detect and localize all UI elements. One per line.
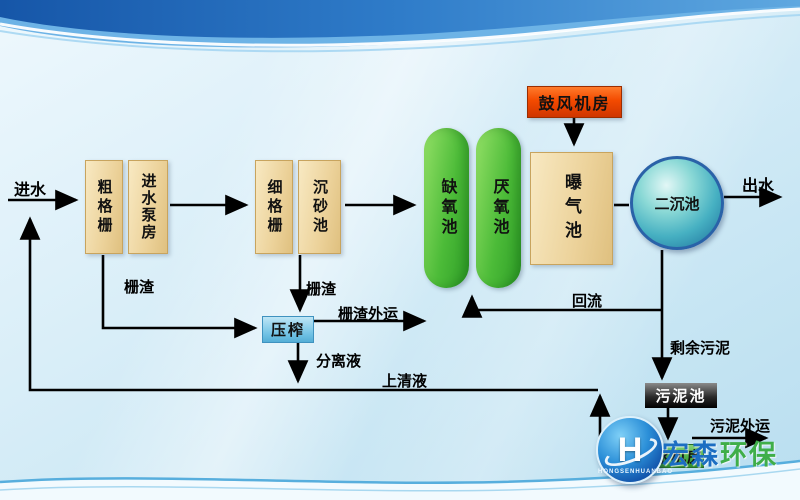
edge-label-screenings-a: 栅渣 — [124, 279, 155, 296]
edge-label-reflux: 回流 — [572, 293, 603, 310]
node-blower-room-label: 鼓风机房 — [538, 96, 611, 113]
node-sludge-tank: 污泥池 — [645, 383, 717, 408]
node-sludge-tank-label: 污泥池 — [655, 388, 707, 405]
node-coarse-screen-label: 粗格栅 — [95, 178, 113, 236]
edge-label-screenings-out: 栅渣外运 — [338, 306, 399, 323]
node-inlet-pump-house: 进水泵房 — [128, 160, 168, 254]
banner-lightblue-stripe — [0, 14, 800, 53]
brand-name-first: 宏森 — [662, 440, 720, 470]
connector-reflux — [461, 294, 662, 318]
node-fine-screen-label: 细格栅 — [265, 178, 283, 236]
edge-label-supernatant: 上清液 — [382, 373, 428, 390]
node-fine-screen: 细格栅 — [255, 160, 293, 254]
top-banner-wave — [0, 0, 800, 53]
bottom-wave — [0, 459, 800, 500]
connector-supernatant-return — [19, 216, 598, 392]
node-secondary-clarifier: 二沉池 — [630, 156, 724, 250]
node-anaerobic-tank: 厌氧池 — [476, 128, 521, 288]
banner-shape-dark — [0, 0, 800, 38]
node-inlet-pump-house-label: 进水泵房 — [139, 173, 157, 241]
node-grit-chamber: 沉砂池 — [298, 160, 341, 254]
node-press: 压榨 — [262, 316, 314, 343]
node-anoxic-tank-label: 缺氧池 — [438, 178, 456, 238]
label-inflow: 进水 — [14, 182, 47, 199]
connector-coarse-screenings — [101, 255, 258, 339]
edge-label-screenings-b: 栅渣 — [306, 281, 337, 298]
node-aeration-tank: 曝气池 — [530, 152, 613, 265]
node-anoxic-tank: 缺氧池 — [424, 128, 469, 288]
bottom-wave-line — [0, 459, 800, 484]
company-brand-name: 宏森环保 — [662, 433, 778, 472]
node-anaerobic-tank-label: 厌氧池 — [490, 178, 508, 238]
edge-label-separated-liquid: 分离液 — [316, 353, 362, 370]
edge-label-excess-sludge: 剩余污泥 — [670, 340, 731, 357]
node-grit-chamber-label: 沉砂池 — [311, 178, 328, 236]
node-blower-room: 鼓风机房 — [527, 86, 622, 118]
banner-white-stripe — [0, 7, 800, 47]
node-coarse-screen: 粗格栅 — [85, 160, 123, 254]
brand-name-second: 环保 — [720, 440, 778, 470]
company-logo-badge: H HONGSENHUANBAO — [596, 416, 674, 484]
node-press-label: 压榨 — [270, 322, 305, 339]
label-outflow: 出水 — [742, 178, 775, 195]
bottom-wave-fill — [0, 461, 800, 500]
logo-monogram: H — [617, 431, 643, 469]
logo-badge-caption: HONGSENHUANBAO — [598, 469, 674, 475]
node-secondary-clarifier-label: 二沉池 — [654, 195, 700, 213]
bottom-wave-line-2 — [0, 468, 800, 492]
node-aeration-tank-label: 曝气池 — [562, 172, 581, 245]
edge-label-sludge-out: 污泥外运 — [710, 418, 771, 435]
